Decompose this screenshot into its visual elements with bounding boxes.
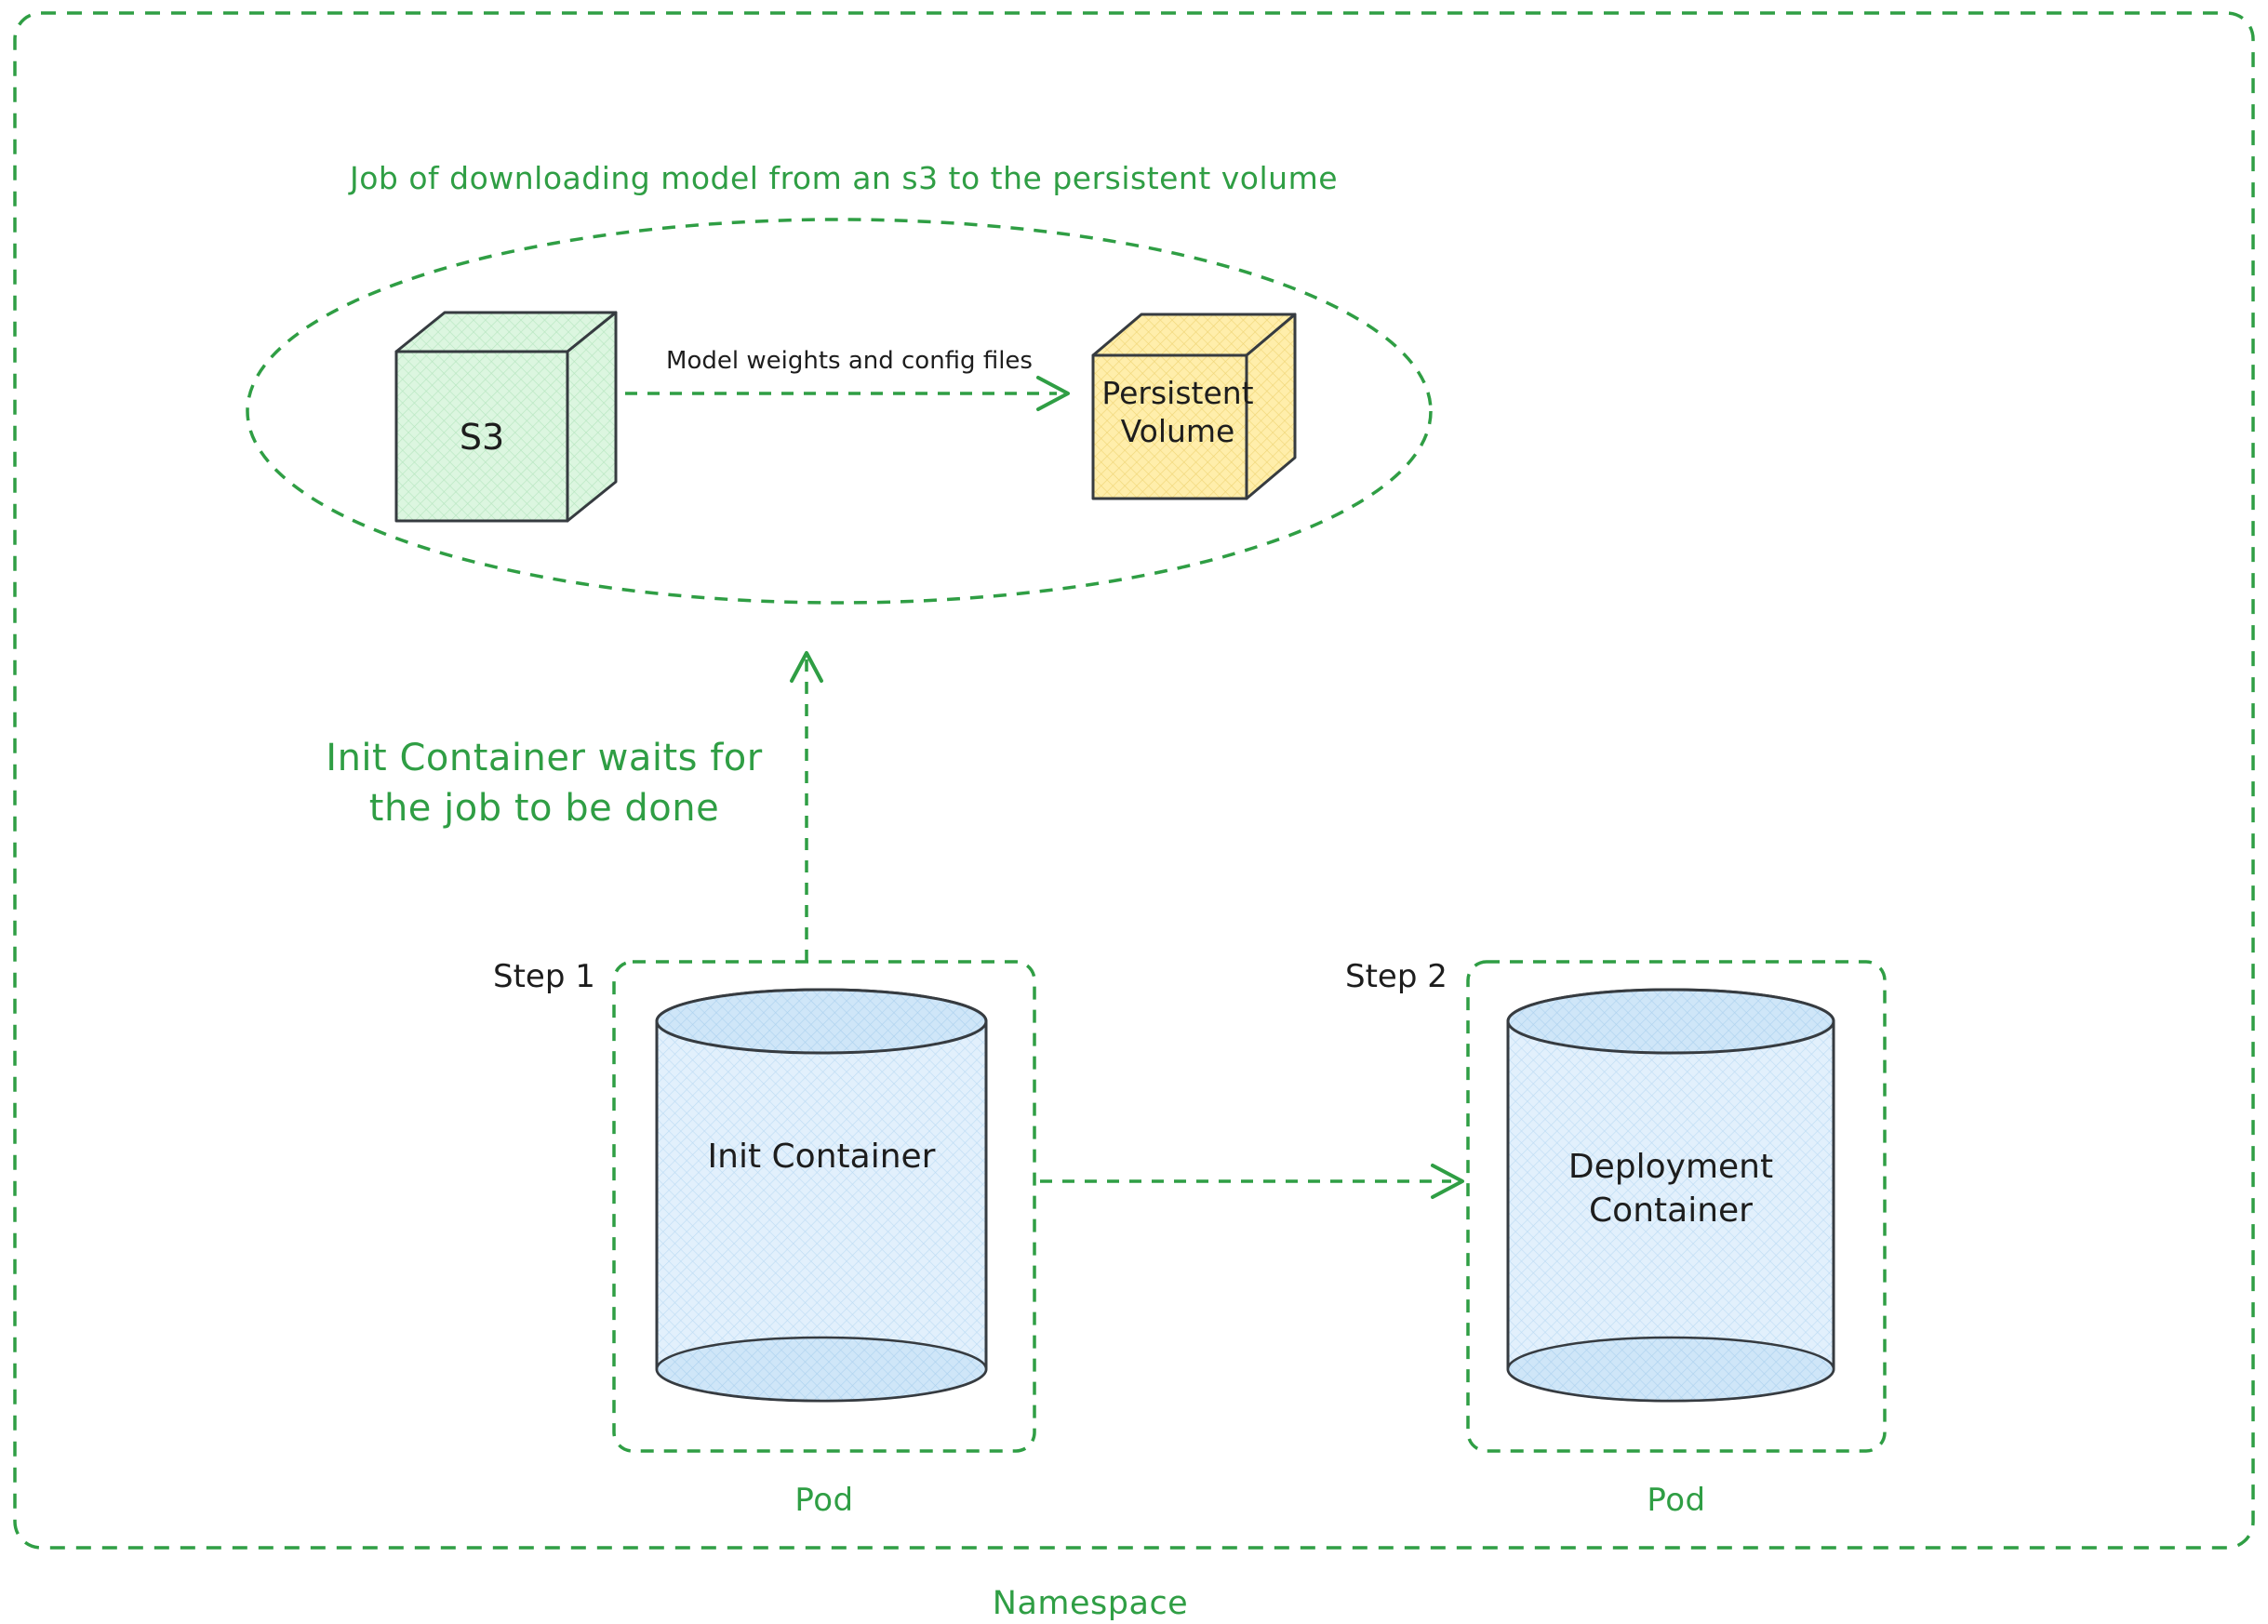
job-ellipse [246, 218, 1433, 605]
job-title: Job of downloading model from an s3 to t… [349, 160, 1339, 196]
wait-note: Init Container waits for the job to be d… [326, 737, 763, 830]
init-container-cylinder [655, 988, 988, 1403]
s3-cube [394, 311, 618, 523]
step1-label: Step 1 [493, 958, 595, 995]
persistent-volume-label: Persistent Volume [1101, 375, 1254, 450]
transfer-label: Model weights and config files [666, 347, 1033, 375]
pod2-label: Pod [1647, 1482, 1706, 1519]
pod1-box [612, 960, 1036, 1453]
step2-label: Step 2 [1345, 958, 1448, 995]
pod2-box [1466, 960, 1887, 1453]
deployment-container-label: Deployment Container [1568, 1148, 1774, 1230]
namespace-label: Namespace [992, 1585, 1189, 1622]
wait-arrow [790, 651, 823, 962]
persistent-volume-cube [1091, 313, 1297, 500]
s3-label: S3 [459, 417, 505, 458]
init-container-label: Init Container [707, 1138, 936, 1176]
pod1-label: Pod [794, 1482, 854, 1519]
deployment-container-cylinder [1506, 988, 1835, 1403]
pods-arrow [1040, 1164, 1464, 1199]
transfer-arrow [625, 376, 1070, 411]
